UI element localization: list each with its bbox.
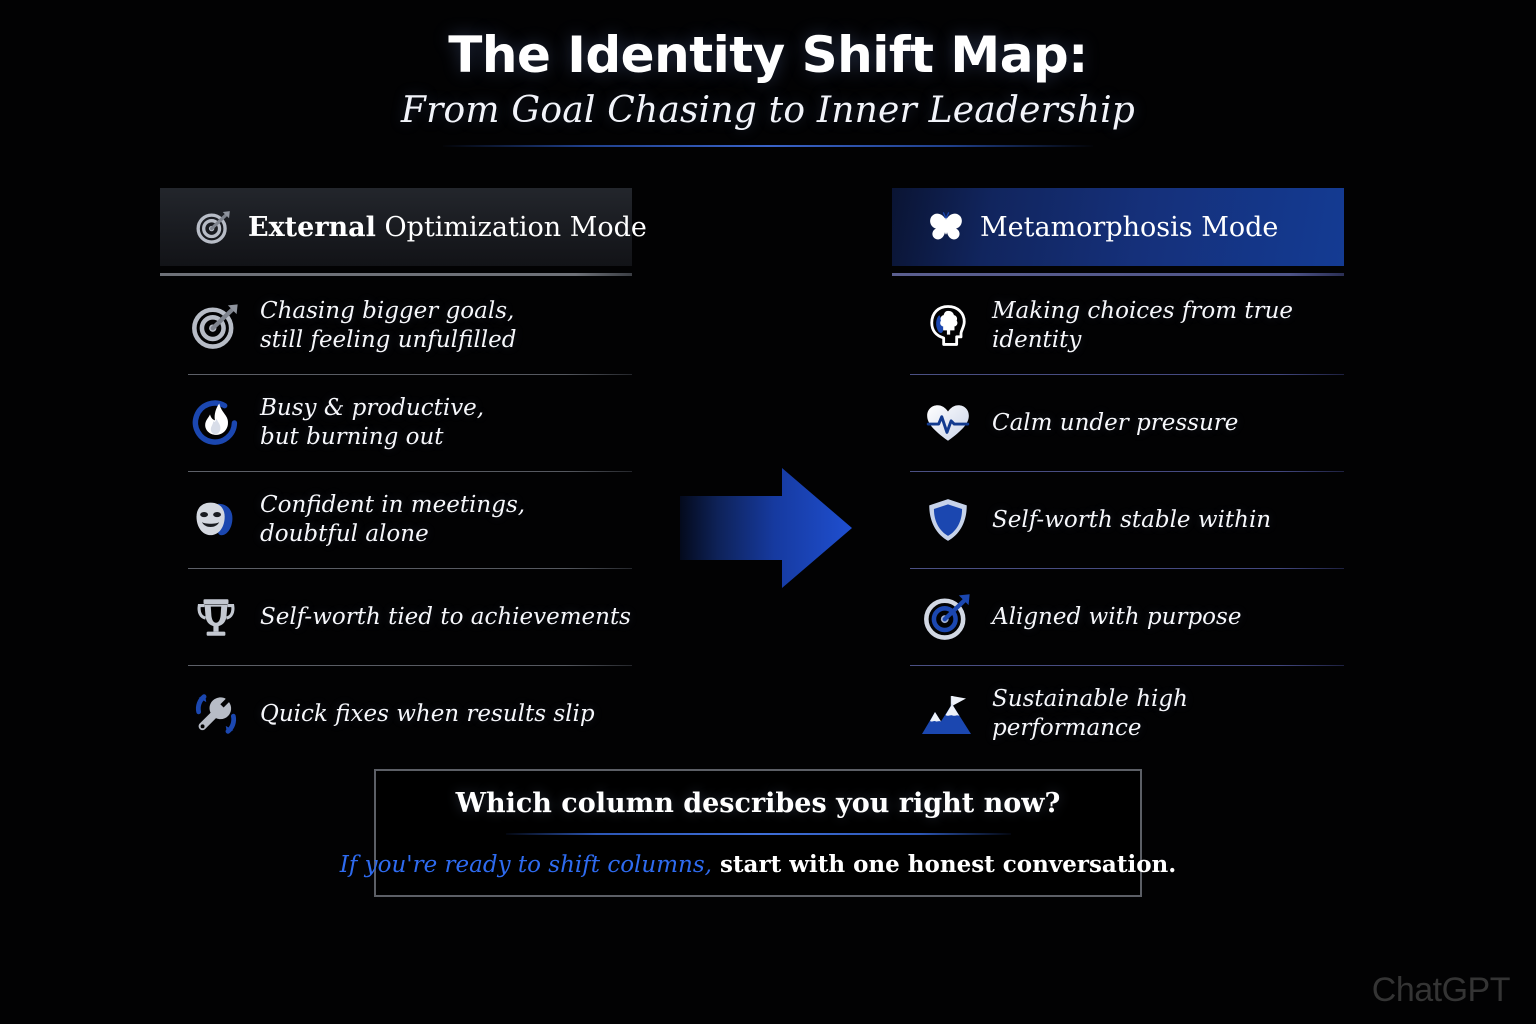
list-item[interactable]: Confident in meetings, doubtful alone	[160, 472, 632, 568]
right-header-underline	[892, 273, 1344, 276]
target-icon	[194, 207, 234, 247]
target-blue-icon	[920, 589, 976, 645]
right-column-rows: Making choices from true identity Calm u…	[892, 278, 1344, 762]
list-item-label: Quick fixes when results slip	[260, 700, 595, 727]
list-item[interactable]: Quick fixes when results slip	[160, 666, 632, 762]
right-arrow-icon	[678, 466, 854, 590]
title-block: The Identity Shift Map: From Goal Chasin…	[0, 28, 1536, 147]
callout-box: Which column describes you right now? If…	[340, 769, 1176, 897]
right-column-header-label: Metamorphosis Mode	[980, 211, 1279, 243]
list-item[interactable]: Self-worth stable within	[892, 472, 1344, 568]
list-item-label: Making choices from true identity	[992, 298, 1294, 353]
masks-icon	[188, 492, 244, 548]
list-item[interactable]: Self-worth tied to achievements	[160, 569, 632, 665]
callout-cta-white: start with one honest conversation.	[711, 851, 1177, 878]
left-header-bold: External	[248, 211, 376, 243]
row-divider	[910, 568, 1344, 569]
list-item-label: Confident in meetings, doubtful alone	[260, 492, 526, 547]
trophy-icon	[188, 589, 244, 645]
list-item-label: Chasing bigger goals, still feeling unfu…	[260, 298, 517, 353]
row-divider	[188, 374, 632, 375]
callout-question: Which column describes you right now?	[455, 788, 1061, 819]
row-divider	[188, 665, 632, 666]
row-divider	[910, 471, 1344, 472]
fire-icon	[188, 395, 244, 451]
list-item-label: Self-worth stable within	[992, 506, 1272, 533]
left-column-rows: Chasing bigger goals, still feeling unfu…	[160, 278, 632, 762]
right-column-header: Metamorphosis Mode	[892, 188, 1344, 266]
list-item-label: Busy & productive, but burning out	[260, 395, 485, 450]
left-column: External Optimization Mode Chasing bigge…	[160, 188, 647, 762]
callout-divider	[505, 833, 1011, 835]
list-item[interactable]: Chasing bigger goals, still feeling unfu…	[160, 278, 632, 374]
left-header-underline	[160, 273, 632, 276]
list-item-label: Aligned with purpose	[992, 603, 1242, 630]
row-divider	[188, 568, 632, 569]
list-item[interactable]: Sustainable high performance	[892, 666, 1344, 762]
left-column-header: External Optimization Mode	[160, 188, 647, 266]
list-item[interactable]: Calm under pressure	[892, 375, 1344, 471]
list-item-label: Self-worth tied to achievements	[260, 603, 631, 630]
butterfly-icon	[926, 207, 966, 247]
page-title: The Identity Shift Map:	[448, 26, 1088, 84]
callout-cta: If you're ready to shift columns, start …	[340, 851, 1177, 878]
shield-icon	[920, 492, 976, 548]
left-header-regular: Optimization Mode	[375, 211, 647, 243]
page-subtitle: From Goal Chasing to Inner Leadership	[400, 90, 1136, 131]
title-divider	[443, 145, 1093, 147]
row-divider	[910, 665, 1344, 666]
target-icon	[188, 298, 244, 354]
list-item[interactable]: Making choices from true identity	[892, 278, 1344, 374]
heart-pulse-icon	[920, 395, 976, 451]
callout-cta-blue: If you're ready to shift columns,	[339, 852, 712, 878]
mountain-flag-icon	[920, 686, 976, 742]
list-item-label: Calm under pressure	[992, 409, 1239, 436]
wrench-icon	[188, 686, 244, 742]
list-item[interactable]: Aligned with purpose	[892, 569, 1344, 665]
chatgpt-watermark: ChatGPT	[1371, 971, 1511, 1009]
head-brain-icon	[920, 298, 976, 354]
left-column-header-label: External Optimization Mode	[248, 212, 647, 243]
row-divider	[910, 374, 1344, 375]
row-divider	[188, 471, 632, 472]
right-column: Metamorphosis Mode Making choices from t…	[892, 188, 1344, 762]
list-item[interactable]: Busy & productive, but burning out	[160, 375, 632, 471]
list-item-label: Sustainable high performance	[992, 686, 1188, 741]
